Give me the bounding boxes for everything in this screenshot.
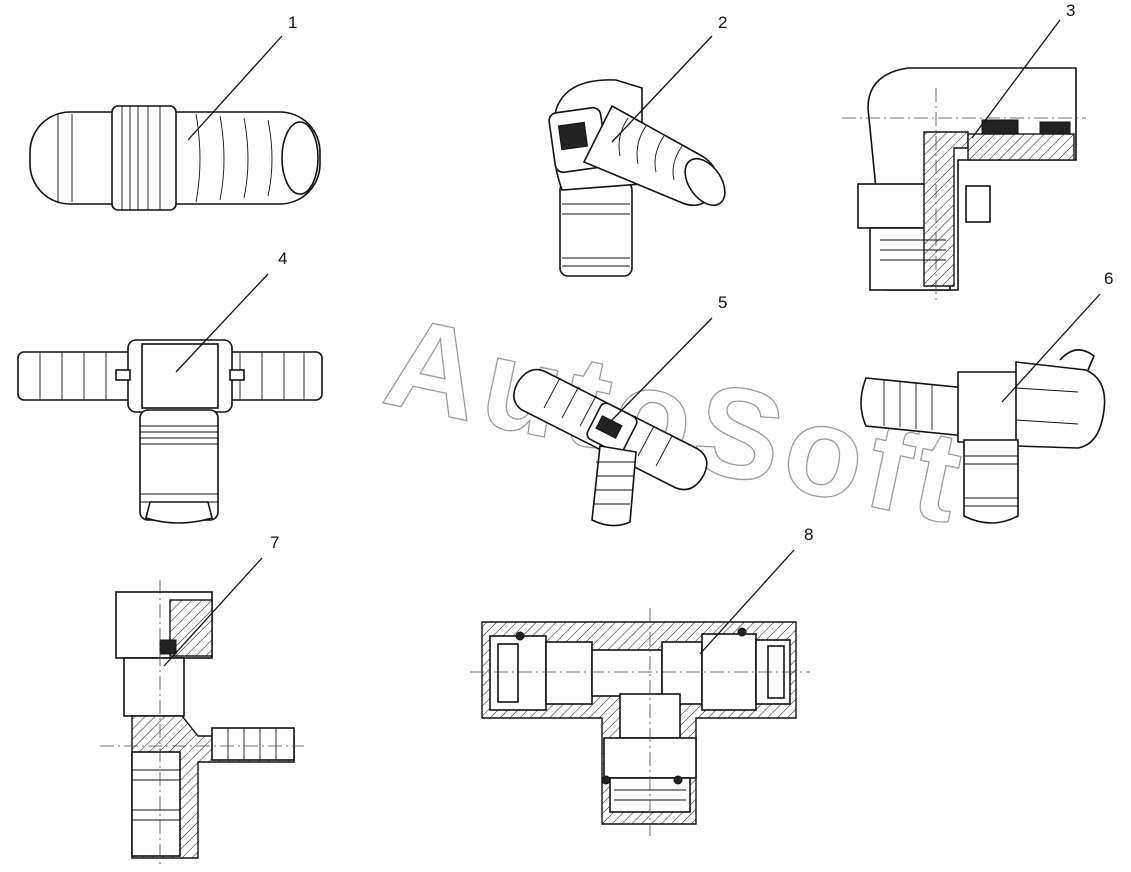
leader-lines bbox=[163, 19, 1101, 667]
part-2-elbow-connector bbox=[548, 79, 726, 277]
leader-line-5 bbox=[611, 317, 713, 421]
leader-line-4 bbox=[175, 273, 269, 373]
part-8-tee-section bbox=[470, 608, 810, 836]
callout-label-2: 2 bbox=[718, 13, 727, 32]
callout-label-1: 1 bbox=[288, 13, 297, 32]
callout-label-3: 3 bbox=[1066, 1, 1075, 20]
leader-line-8 bbox=[699, 549, 795, 655]
part-3-elbow-section bbox=[842, 67, 1086, 300]
leader-line-7 bbox=[163, 557, 263, 667]
callout-label-5: 5 bbox=[718, 293, 727, 312]
part-4-tee-connector bbox=[17, 339, 323, 524]
leader-line-2 bbox=[611, 35, 713, 143]
part-6-tee-with-nut bbox=[860, 349, 1106, 524]
part-1-straight-connector bbox=[29, 105, 321, 211]
leader-line-3 bbox=[971, 19, 1061, 139]
part-5-angled-tee bbox=[513, 368, 708, 527]
callout-labels: 1 2 3 4 5 6 7 8 bbox=[270, 1, 1113, 552]
callout-label-4: 4 bbox=[278, 249, 287, 268]
leader-line-6 bbox=[1001, 293, 1101, 403]
callout-label-6: 6 bbox=[1104, 269, 1113, 288]
part-7-tee-section bbox=[100, 580, 304, 864]
callout-label-8: 8 bbox=[804, 525, 813, 544]
callout-label-7: 7 bbox=[270, 533, 279, 552]
leader-line-1 bbox=[187, 35, 283, 141]
